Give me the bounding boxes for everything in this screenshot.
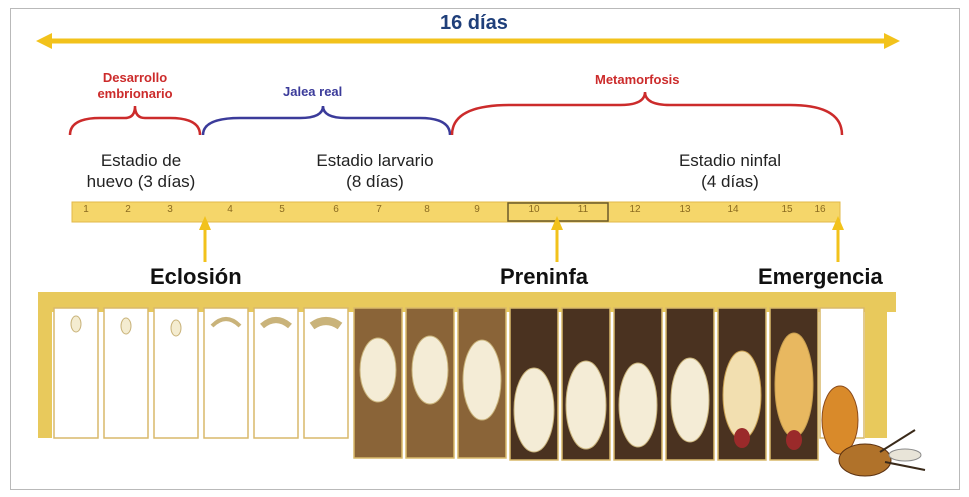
emergence-arrow: [832, 216, 844, 262]
day-number: 3: [160, 204, 180, 215]
stage-pupal-label: Estadio ninfal (4 días): [645, 150, 815, 192]
phase-embryonic-label: Desarrollo embrionario: [70, 70, 200, 102]
day-number: 4: [220, 204, 240, 215]
phase-metamorphosis-label: Metamorfosis: [595, 72, 680, 88]
metamorphosis-brace: [452, 92, 842, 135]
day-number: 7: [369, 204, 389, 215]
embryonic-brace: [70, 106, 200, 135]
stage-larval-label: Estadio larvario (8 días): [285, 150, 465, 192]
brood-comb: [38, 292, 896, 460]
hatching-arrow: [199, 216, 211, 262]
day-number: 5: [272, 204, 292, 215]
day-number: 12: [625, 204, 645, 215]
prepupa-arrow: [551, 216, 563, 262]
event-hatching-label: Eclosión: [150, 264, 242, 290]
stage-egg-label: Estadio de huevo (3 días): [66, 150, 216, 192]
day-number: 8: [417, 204, 437, 215]
day-number: 9: [467, 204, 487, 215]
day-number: 11: [573, 204, 593, 215]
event-prepupa-label: Preninfa: [500, 264, 588, 290]
duration-label: 16 días: [440, 12, 508, 35]
duration-arrow: [36, 33, 900, 49]
phase-royal-jelly-label: Jalea real: [283, 84, 342, 99]
day-number: 14: [723, 204, 743, 215]
day-number: 16: [810, 204, 830, 215]
day-number: 15: [777, 204, 797, 215]
day-number: 1: [76, 204, 96, 215]
day-number: 13: [675, 204, 695, 215]
day-number: 10: [524, 204, 544, 215]
day-number: 6: [326, 204, 346, 215]
royal-jelly-brace: [203, 106, 450, 135]
event-emergence-label: Emergencia: [758, 264, 883, 290]
day-number: 2: [118, 204, 138, 215]
